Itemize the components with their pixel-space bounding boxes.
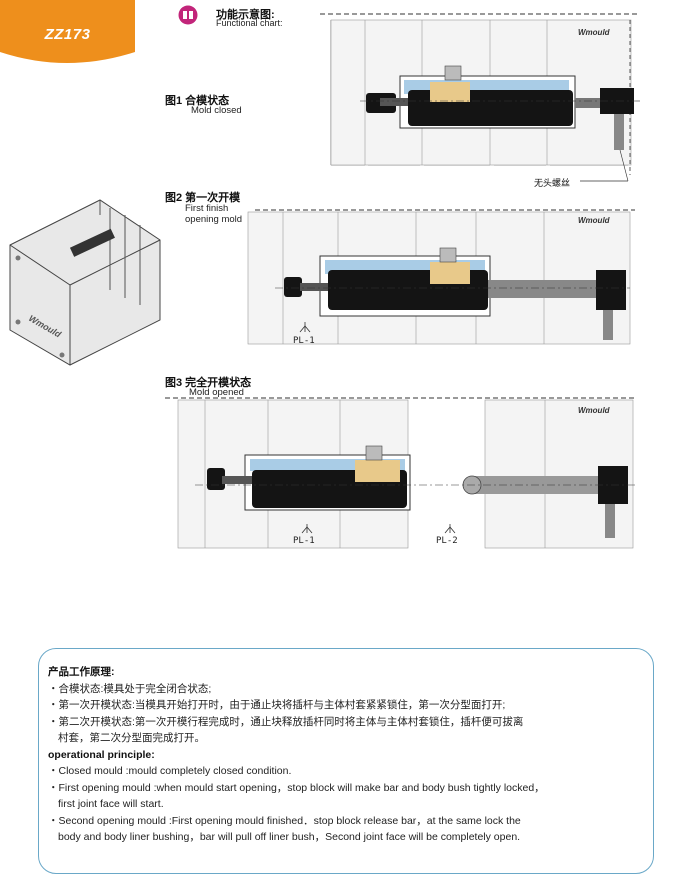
figure-2-label: 图2 第一次开模 bbox=[165, 192, 241, 204]
functional-chart-subtitle: Functional chart: bbox=[216, 18, 283, 28]
principle-item-en-3-cont: body and body liner bushing，bar will pul… bbox=[58, 831, 521, 843]
parting-line-1-fig3: PL-1 bbox=[293, 536, 315, 546]
figure-2-drawing bbox=[247, 209, 635, 345]
brand-label-3: Wmould bbox=[578, 406, 610, 415]
parting-line-2-fig3: PL-2 bbox=[436, 536, 458, 546]
principle-item-cn-3-cont: 村套，第二次分型面完成打开。 bbox=[58, 732, 205, 744]
product-tag-shape bbox=[0, 0, 135, 63]
principle-text: 产品工作原理: ・合模状态:模具处于完全闭合状态; ・第一次开模状态:当模具开始… bbox=[48, 664, 648, 846]
functional-chart-title: 功能示意图: bbox=[216, 9, 275, 21]
principle-item-en-3: ・Second opening mould :First opening mou… bbox=[48, 814, 521, 827]
principle-heading-cn: 产品工作原理: bbox=[48, 666, 115, 678]
figure-2-sublabel-1: First finish bbox=[185, 203, 229, 214]
figure-1-sublabel: Mold closed bbox=[191, 105, 242, 116]
figure-1-drawing bbox=[320, 13, 640, 182]
principle-panel bbox=[38, 648, 654, 874]
principle-heading-en: operational principle: bbox=[48, 748, 155, 761]
chart-icon bbox=[178, 5, 198, 25]
figure-1-label: 图1 合模状态 bbox=[165, 95, 230, 107]
mold-3d-illustration: Wmould bbox=[9, 199, 161, 366]
principle-item-cn-2: ・第一次开模状态:当模具开始打开时，由于通止块将插杆与主体村套紧紧锁住，第一次分… bbox=[48, 699, 506, 711]
brand-label-2: Wmould bbox=[578, 216, 610, 225]
principle-item-cn-1: ・合模状态:模具处于完全闭合状态; bbox=[48, 682, 212, 695]
principle-item-en-2: ・First opening mould :when mould start o… bbox=[48, 781, 545, 794]
figure-2-sublabel-2: opening mold bbox=[185, 214, 243, 225]
product-code: ZZ173 bbox=[44, 26, 91, 43]
brand-label-1: Wmould bbox=[578, 28, 610, 37]
mechanism-diagrams: Wmould bbox=[9, 13, 640, 549]
figure-3-drawing bbox=[165, 397, 635, 549]
figure-3-label: 图3 完全开模状态 bbox=[165, 377, 252, 389]
figure-3-sublabel: Mold opened bbox=[189, 387, 244, 398]
principle-item-cn-3: ・第二次开模状态:第一次开模行程完成时，通止块释放插杆同时将主体与主体村套锁住，… bbox=[48, 715, 524, 728]
parting-line-1-fig2: PL-1 bbox=[293, 336, 315, 346]
principle-item-en-2-cont: first joint face will start. bbox=[58, 798, 164, 810]
principle-item-en-1: ・Closed mould :mould completely closed c… bbox=[48, 765, 292, 777]
headless-screw-callout: 无头螺丝 bbox=[534, 178, 571, 188]
